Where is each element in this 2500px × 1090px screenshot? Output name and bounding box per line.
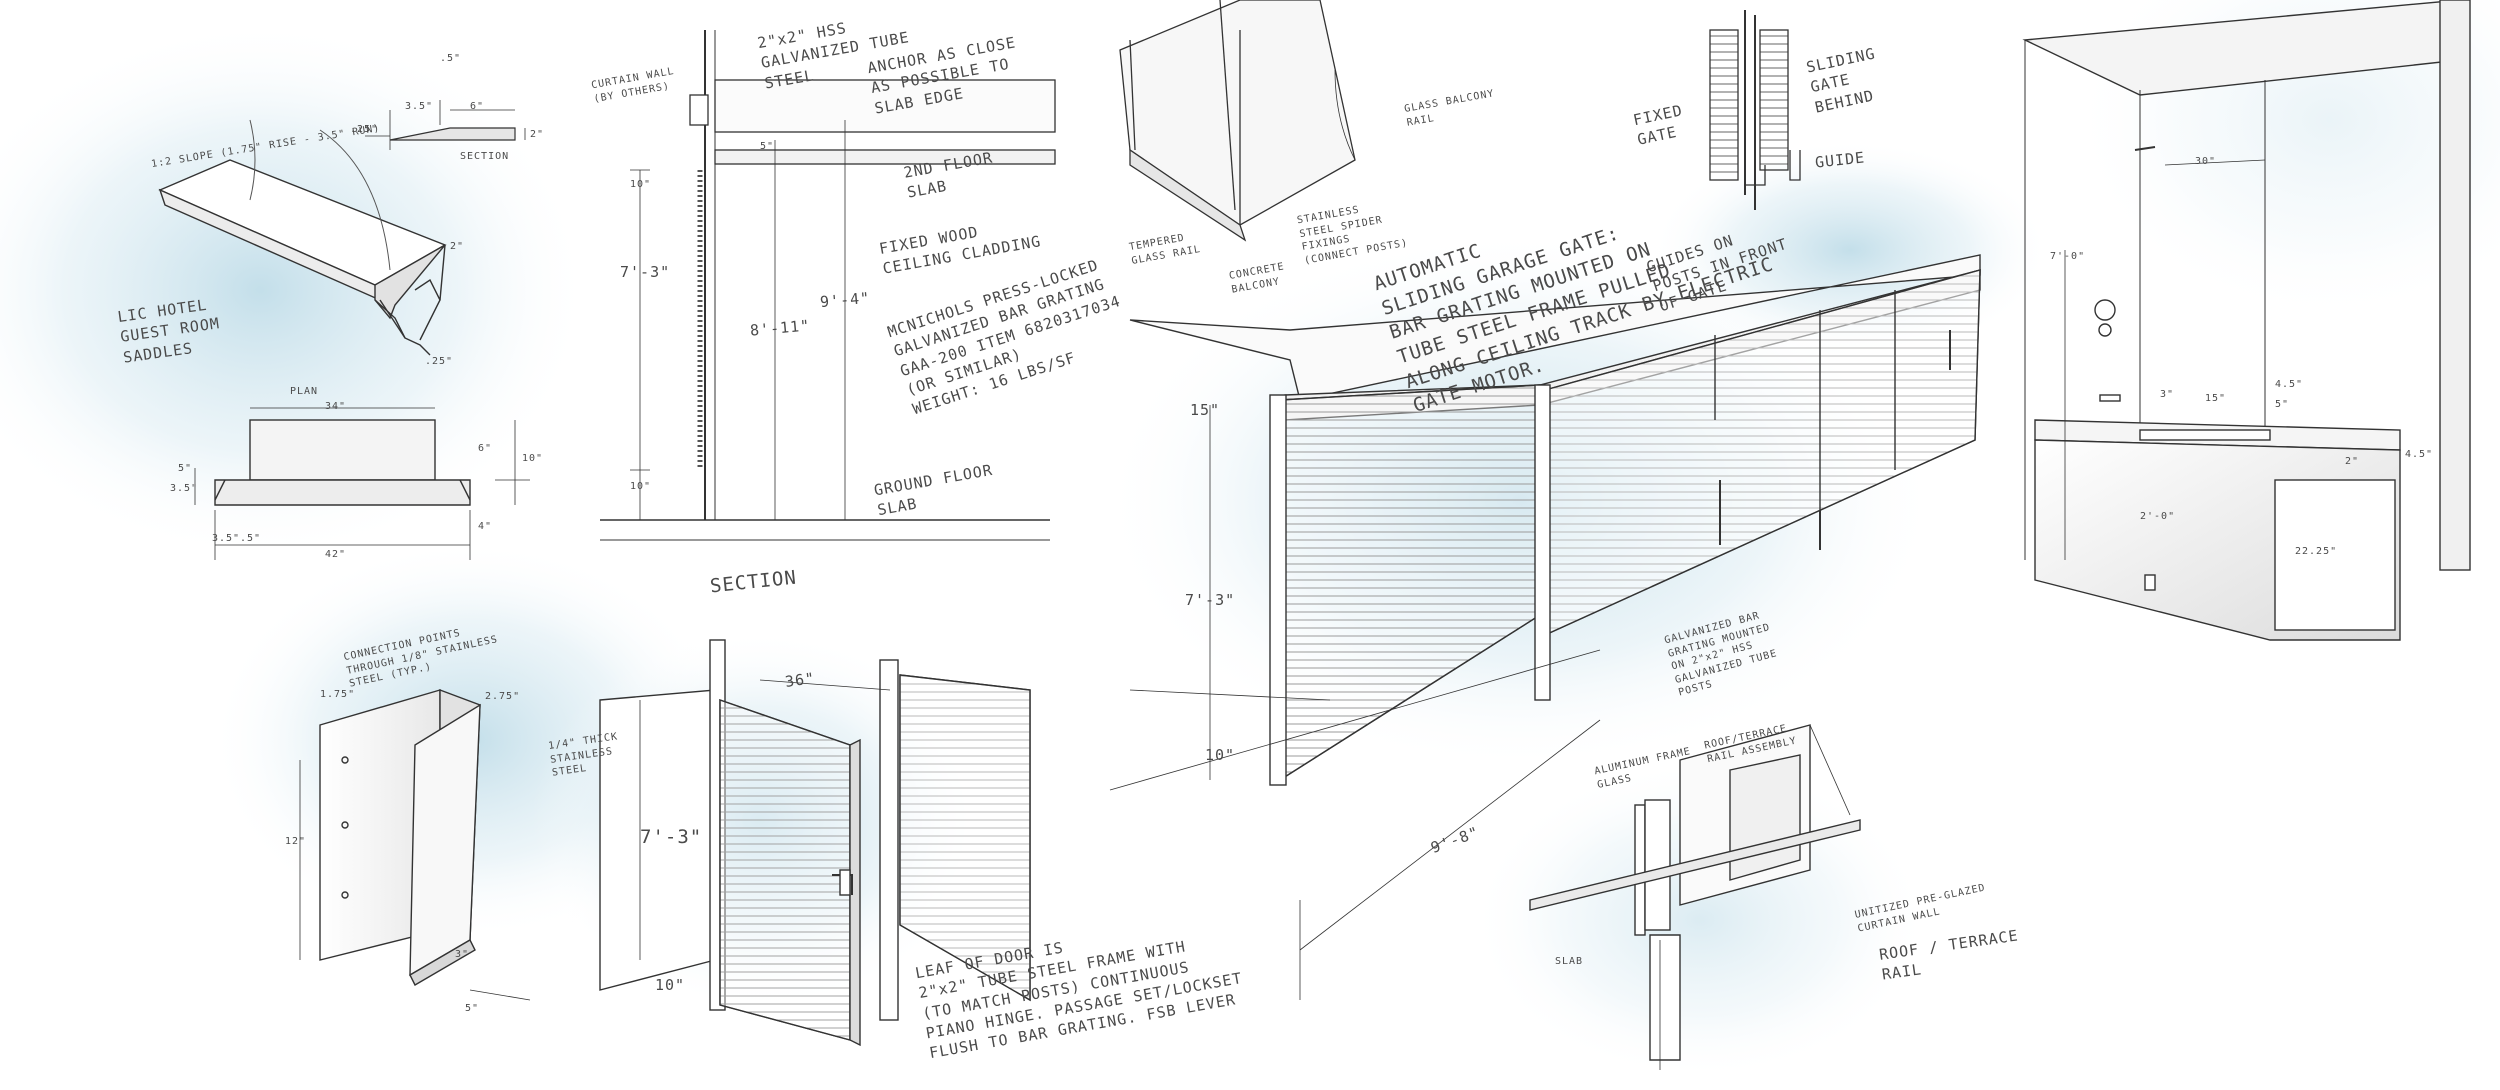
shower-dim-d15: 15" xyxy=(2205,393,2227,404)
saddle-isometric xyxy=(158,119,447,356)
saddle-dim-d6: 6" xyxy=(470,101,485,112)
shower-dim-d20: 2'-0" xyxy=(2140,511,2176,522)
gate-dim-d15: 15" xyxy=(1190,401,1221,419)
saddle-section-label: SECTION xyxy=(460,151,510,162)
shower-dim-d30: 30" xyxy=(2195,156,2217,167)
stainless-panel-detail xyxy=(299,688,531,1001)
shower-dim-d2: 2" xyxy=(2345,456,2360,467)
plan-title: PLAN xyxy=(290,386,319,397)
saddle-dim-d5: .5" xyxy=(440,53,462,64)
roof-terrace-rail-detail xyxy=(1529,724,1861,1070)
gate-dim-d73: 7'-3" xyxy=(1185,591,1236,609)
panel-dim-d12: 12" xyxy=(285,836,307,847)
shower-dim-d45: 4.5" xyxy=(2275,379,2304,390)
glass-balcony-detail xyxy=(1119,0,1356,242)
saddle-plan xyxy=(194,407,530,560)
shower-dim-d45b: 4.5" xyxy=(2405,449,2434,460)
plan-dim-d35: 3.5" xyxy=(170,483,199,494)
plan-dim-d34: 34" xyxy=(325,401,347,412)
gate-guide-detail xyxy=(1709,10,1801,210)
panel-dim-d275: 2.75" xyxy=(485,691,521,702)
section-dim-d10b: 10" xyxy=(630,481,652,492)
gate-dim-d10: 10" xyxy=(1205,746,1236,764)
shower-perspective xyxy=(2022,0,2471,641)
shower-dim-d70: 7'-0" xyxy=(2050,251,2086,262)
plan-dim-d42: 42" xyxy=(325,549,347,560)
door-dim-d10: 10" xyxy=(655,976,686,994)
saddle-dim-d2: 2" xyxy=(530,129,545,140)
shower-dim-d2225: 22.25" xyxy=(2295,546,2338,557)
saddle-dim-d25: .25" xyxy=(350,124,379,135)
roof-slab-note: SLAB xyxy=(1555,956,1584,967)
plan-dim-d4: 4" xyxy=(478,521,493,532)
gate-door-perspective xyxy=(599,639,1031,1047)
section-dim-d73: 7'-3" xyxy=(620,263,671,281)
sliding-gate-perspective xyxy=(1109,254,1981,1000)
section-dim-d10: 10" xyxy=(630,179,652,190)
saddle-dim-d2b: 2" xyxy=(450,241,465,252)
door-dim-d73: 7'-3" xyxy=(640,826,703,848)
plan-dim-d35b: 3.5" xyxy=(212,533,241,544)
plan-dim-d5b: .5" xyxy=(240,533,262,544)
panel-dim-d3: 3" xyxy=(455,949,470,960)
gate-section xyxy=(600,30,1056,541)
saddle-dim-d25b: .25" xyxy=(425,356,454,367)
door-dim-d36: 36" xyxy=(783,668,817,692)
panel-dim-d5: 5" xyxy=(465,1003,480,1014)
section-dim-d94: 9'-4" xyxy=(819,288,871,312)
saddle-section-detail xyxy=(365,100,526,150)
shower-dim-d5: 5" xyxy=(2275,399,2290,410)
panel-dim-d175: 1.75" xyxy=(320,689,356,700)
saddle-dim-d35: 3.5" xyxy=(405,101,434,112)
section-dim-d5: 5" xyxy=(760,141,775,152)
plan-dim-d6: 6" xyxy=(478,443,493,454)
plan-dim-d5: 5" xyxy=(178,463,193,474)
plan-dim-d10: 10" xyxy=(522,453,544,464)
shower-dim-d3: 3" xyxy=(2160,389,2175,400)
